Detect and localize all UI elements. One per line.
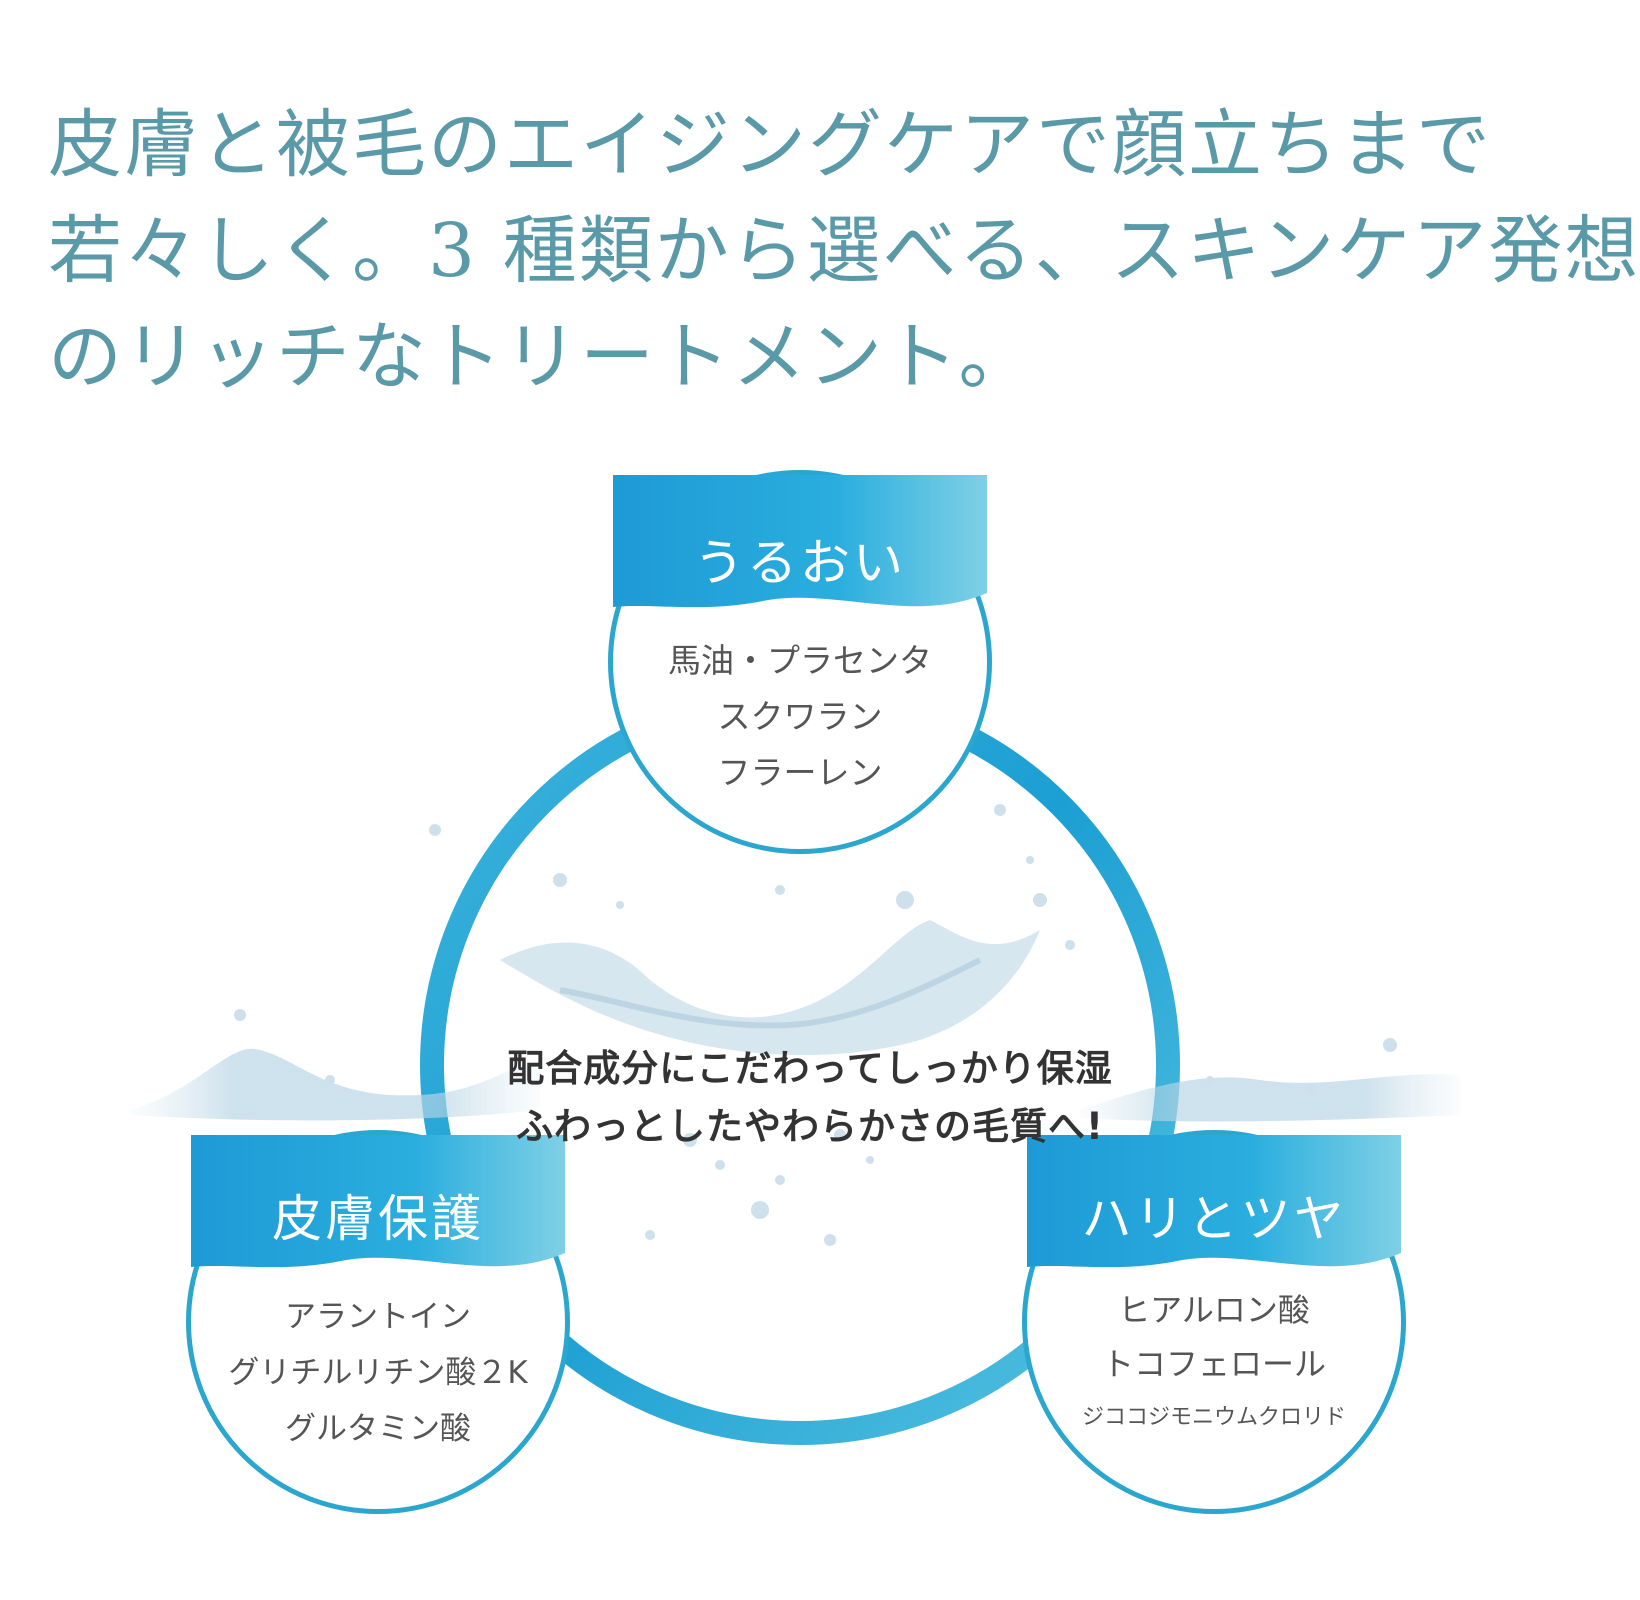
list-item: アラントイン <box>285 1299 471 1335</box>
headline-line-3: のリッチなトリートメント。 <box>48 314 1035 400</box>
headline-line-1: 皮膚と被毛のエイジングケアで顔立ちまで <box>48 102 1492 188</box>
list-item: ジココジモニウムクロリド <box>1081 1405 1346 1430</box>
benefit-firmness-gloss-list: ヒアルロン酸 トコフェロール ジココジモニウムクロリド <box>1027 1283 1401 1445</box>
list-item: 馬油・プラセンタ <box>668 641 932 680</box>
benefit-moisture: うるおい 馬油・プラセンタ スクワラン フラーレン <box>608 470 992 854</box>
benefit-moisture-list: 馬油・プラセンタ スクワラン フラーレン <box>613 633 987 801</box>
list-item: グルタミン酸 <box>285 1411 471 1447</box>
benefit-moisture-title: うるおい <box>694 534 906 592</box>
benefit-moisture-header <box>613 475 987 635</box>
water-splash-icon <box>130 804 1460 1246</box>
benefit-firmness-gloss-title: ハリとツヤ <box>1081 1190 1347 1248</box>
center-message-line-2: ふわっとしたやわらかさの毛質へ! <box>516 1105 1104 1148</box>
list-item: トコフェロール <box>1101 1345 1326 1383</box>
list-item: スクワラン <box>717 697 883 736</box>
benefit-firmness-gloss-header <box>1027 1135 1401 1295</box>
list-item: ヒアルロン酸 <box>1118 1291 1310 1329</box>
benefit-skin-protection-list: アラントイン グリチルリチン酸２K グルタミン酸 <box>191 1289 565 1457</box>
center-message-line-1: 配合成分にこだわってしっかり保湿 <box>507 1047 1113 1090</box>
benefit-skin-protection-header <box>191 1135 565 1295</box>
list-item: フラーレン <box>717 753 883 792</box>
headline: 皮膚と被毛のエイジングケアで顔立ちまで 若々しく。3 種類から選べる、スキンケア… <box>48 92 1640 410</box>
benefit-skin-protection-title: 皮膚保護 <box>272 1190 484 1248</box>
benefit-skin-protection: 皮膚保護 アラントイン グリチルリチン酸２K グルタミン酸 <box>186 1130 570 1514</box>
headline-line-2: 若々しく。3 種類から選べる、スキンケア発想 <box>48 208 1640 294</box>
center-message: 配合成分にこだわってしっかり保湿 ふわっとしたやわらかさの毛質へ! <box>450 1040 1170 1156</box>
benefit-firmness-gloss: ハリとツヤ ヒアルロン酸 トコフェロール ジココジモニウムクロリド <box>1022 1130 1406 1514</box>
list-item: グリチルリチン酸２K <box>228 1355 528 1391</box>
